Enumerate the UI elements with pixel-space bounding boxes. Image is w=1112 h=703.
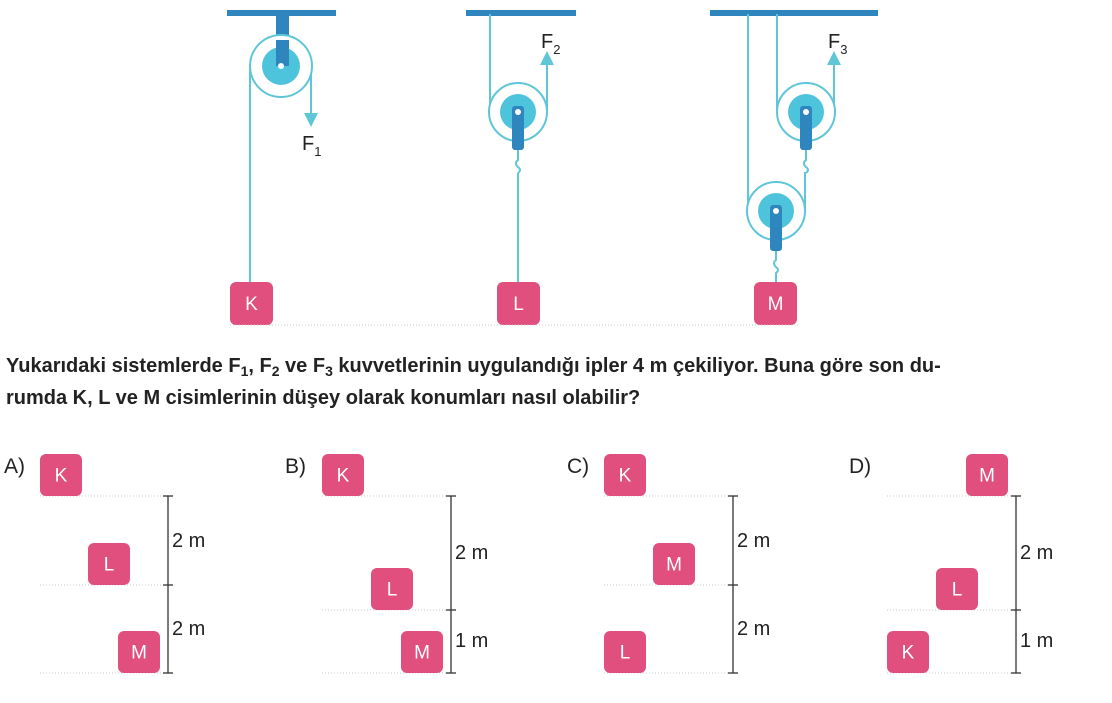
hook [515,150,521,174]
box-top [966,454,1008,496]
box-m [754,282,797,325]
option-a-label: A) [4,455,25,478]
axle [803,109,809,115]
box-mid-label: L [952,580,963,601]
pulley-hanger [512,106,524,150]
ceiling [710,10,878,16]
box-bot-label: K [902,643,915,664]
force-label-f2: F2 [541,31,560,57]
distance-upper: 2 m [1020,542,1053,564]
box-bot [401,631,443,673]
distance-upper: 2 m [172,530,205,552]
distance-upper: 2 m [737,530,770,552]
system-m: F3 M [710,10,878,325]
force-label-f3: F3 [828,31,847,57]
question-text: Yukarıdaki sistemlerde F1, F2 ve F3 kuvv… [6,350,1106,414]
box-top [604,454,646,496]
distance-lower: 2 m [737,618,770,640]
box-bot [887,631,929,673]
box-top-label: K [619,466,632,487]
hook [773,251,779,282]
axle [515,109,521,115]
distance-lower: 2 m [172,618,205,640]
option-b-label: B) [285,455,306,478]
box-mid-label: L [387,580,398,601]
option-b[interactable]: B) 2 m 1 m K L M [285,454,488,674]
box-mid-label: L [104,555,115,576]
pulley-hanger [276,40,289,66]
pulley-hanger [770,205,782,251]
box-mid [653,543,695,585]
axle [773,208,779,214]
box-bot-label: M [414,643,430,664]
box-mid-label: M [666,555,682,576]
force-label-f1: F1 [302,133,321,159]
hook [803,150,809,174]
box-top [40,454,82,496]
question-line-2: rumda K, L ve M cisimlerinin düşey olara… [6,387,641,409]
distance-lower: 1 m [455,630,488,652]
box-mid [88,543,130,585]
distance-upper: 2 m [455,542,488,564]
option-a[interactable]: A) 2 m 2 m K L M [4,454,205,674]
box-mid [936,568,978,610]
distance-lower: 1 m [1020,630,1053,652]
system-k: F1 K [227,10,336,325]
box-top-label: K [55,466,68,487]
option-d[interactable]: D) 2 m 1 m M L K [849,454,1053,674]
pulley-hanger [800,106,812,150]
ceiling [466,10,576,16]
box-bot-label: L [620,643,631,664]
box-top [322,454,364,496]
box-l [497,282,540,325]
box-m-label: M [768,294,784,315]
option-c[interactable]: C) 2 m 2 m K M L [567,454,770,674]
question-line-1: Yukarıdaki sistemlerde F1, F2 ve F3 kuvv… [6,355,941,379]
box-mid [371,568,413,610]
box-k [230,282,273,325]
box-top-label: K [337,466,350,487]
option-d-label: D) [849,455,871,478]
option-c-label: C) [567,455,589,478]
axle [278,63,284,69]
box-bot-label: M [131,643,147,664]
system-l: F2 L [466,10,576,325]
box-bot [604,631,646,673]
box-l-label: L [513,294,524,315]
ceiling [227,10,336,16]
box-top-label: M [979,466,995,487]
box-k-label: K [245,294,258,315]
box-bot [118,631,160,673]
